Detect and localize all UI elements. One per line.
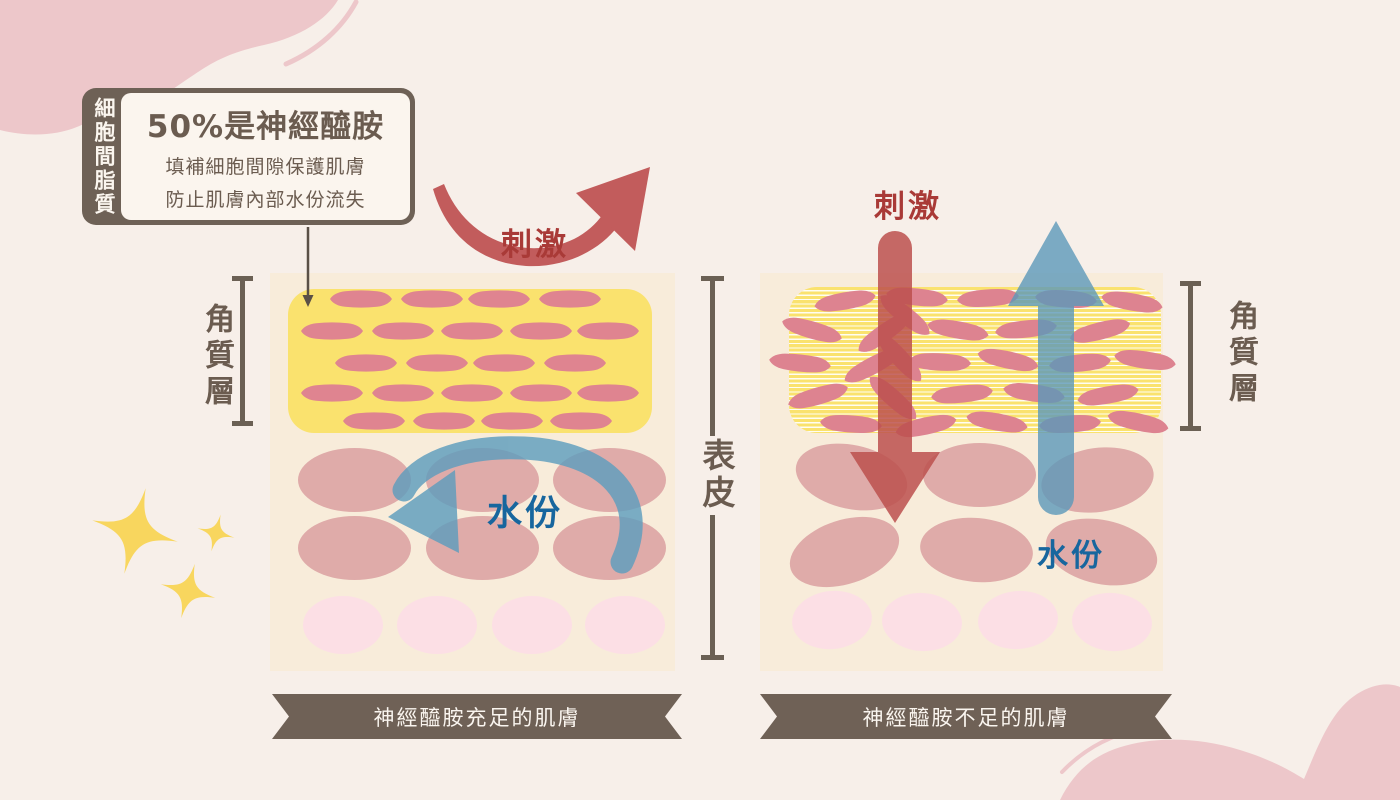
- stratum-corneum-deficient: [789, 287, 1161, 433]
- infobox-body: 50%是神經醯胺 填補細胞間隙保護肌膚 防止肌膚內部水份流失: [121, 93, 410, 220]
- infobox-desc-line: 填補細胞間隙保護肌膚: [165, 156, 366, 178]
- sparkle-icon: [197, 514, 235, 552]
- caption-banner-healthy: 神經醯胺充足的肌膚: [272, 694, 682, 739]
- sparkle-icon: [160, 563, 216, 619]
- ceramide-infobox: 細胞間脂質 50%是神經醯胺 填補細胞間隙保護肌膚 防止肌膚內部水份流失: [82, 88, 415, 225]
- infobox-title: 50%是神經醯胺: [146, 109, 385, 145]
- skin-cell-oval: [298, 516, 411, 580]
- label-stimulus-right: 刺激: [874, 189, 942, 225]
- bracket-cap: [232, 421, 253, 426]
- label-stratum-corneum-left: 角質層: [199, 303, 234, 411]
- basal-cell-oval: [585, 596, 665, 654]
- bracket-cap: [232, 276, 253, 281]
- caption-text: 神經醯胺不足的肌膚: [862, 705, 1070, 730]
- blob-top-left-accent-line: [283, 0, 359, 67]
- infobox-side-tab: 細胞間脂質: [92, 96, 116, 217]
- sparkle-icon: [92, 488, 178, 574]
- skin-cell-oval: [298, 448, 411, 512]
- label-stimulus-left: 刺激: [501, 227, 569, 263]
- basal-cell-oval: [397, 596, 477, 654]
- skin-cell-oval: [923, 443, 1036, 507]
- sparkles: [92, 488, 235, 619]
- basal-cell-oval: [303, 596, 383, 654]
- label-moisture-left: 水份: [487, 494, 564, 534]
- bracket-epidermis-top: [710, 276, 715, 436]
- stratum-corneum-healthy: [288, 289, 652, 433]
- skin-cell-oval: [553, 448, 666, 512]
- basal-cell-oval: [492, 596, 572, 654]
- bracket-cap: [1180, 426, 1201, 431]
- bracket-corneum-left: [240, 276, 245, 426]
- bracket-epidermis-bottom: [710, 515, 715, 658]
- bracket-cap: [701, 655, 724, 660]
- infobox-desc-line: 防止肌膚內部水份流失: [165, 189, 366, 211]
- caption-text: 神經醯胺充足的肌膚: [373, 705, 581, 730]
- label-moisture-right: 水份: [1037, 538, 1105, 574]
- bracket-corneum-right: [1188, 281, 1193, 431]
- label-stratum-corneum-right: 角質層: [1223, 300, 1258, 408]
- skin-cell-oval: [553, 516, 666, 580]
- caption-banner-deficient: 神經醯胺不足的肌膚: [760, 694, 1172, 739]
- bracket-cap: [701, 276, 724, 281]
- bracket-cap: [1180, 281, 1201, 286]
- label-epidermis: 表皮: [697, 438, 736, 512]
